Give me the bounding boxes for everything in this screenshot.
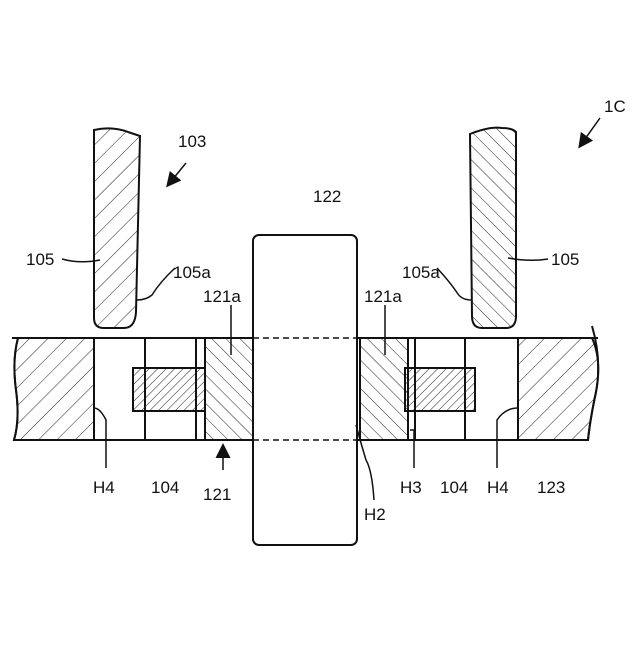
sleeve-right — [360, 338, 408, 440]
part-104-left — [133, 368, 205, 411]
label-103: 103 — [178, 132, 206, 151]
sleeve-left — [205, 338, 253, 440]
label-105-left: 105 — [26, 250, 54, 269]
label-h2: H2 — [364, 505, 386, 524]
label-105-right: 105 — [551, 250, 579, 269]
label-104-left: 104 — [151, 478, 179, 497]
label-123: 123 — [537, 478, 565, 497]
tool-right — [470, 128, 516, 328]
label-h4-left: H4 — [93, 478, 115, 497]
tool-left — [94, 128, 140, 328]
arrow-103 — [168, 163, 186, 185]
label-figure: 1C — [604, 97, 626, 116]
label-121: 121 — [203, 485, 231, 504]
label-121a-left: 121a — [203, 287, 241, 306]
label-105a-left: 105a — [173, 263, 211, 282]
label-h4-right: H4 — [487, 478, 509, 497]
plate-block-right — [518, 338, 598, 440]
label-104-right: 104 — [440, 478, 468, 497]
label-121a-right: 121a — [364, 287, 402, 306]
label-h3: H3 — [400, 478, 422, 497]
label-122: 122 — [313, 187, 341, 206]
arrow-1c — [580, 118, 600, 146]
pin-122 — [253, 235, 357, 545]
plate-block-left — [14, 338, 94, 440]
label-105a-right: 105a — [402, 263, 440, 282]
